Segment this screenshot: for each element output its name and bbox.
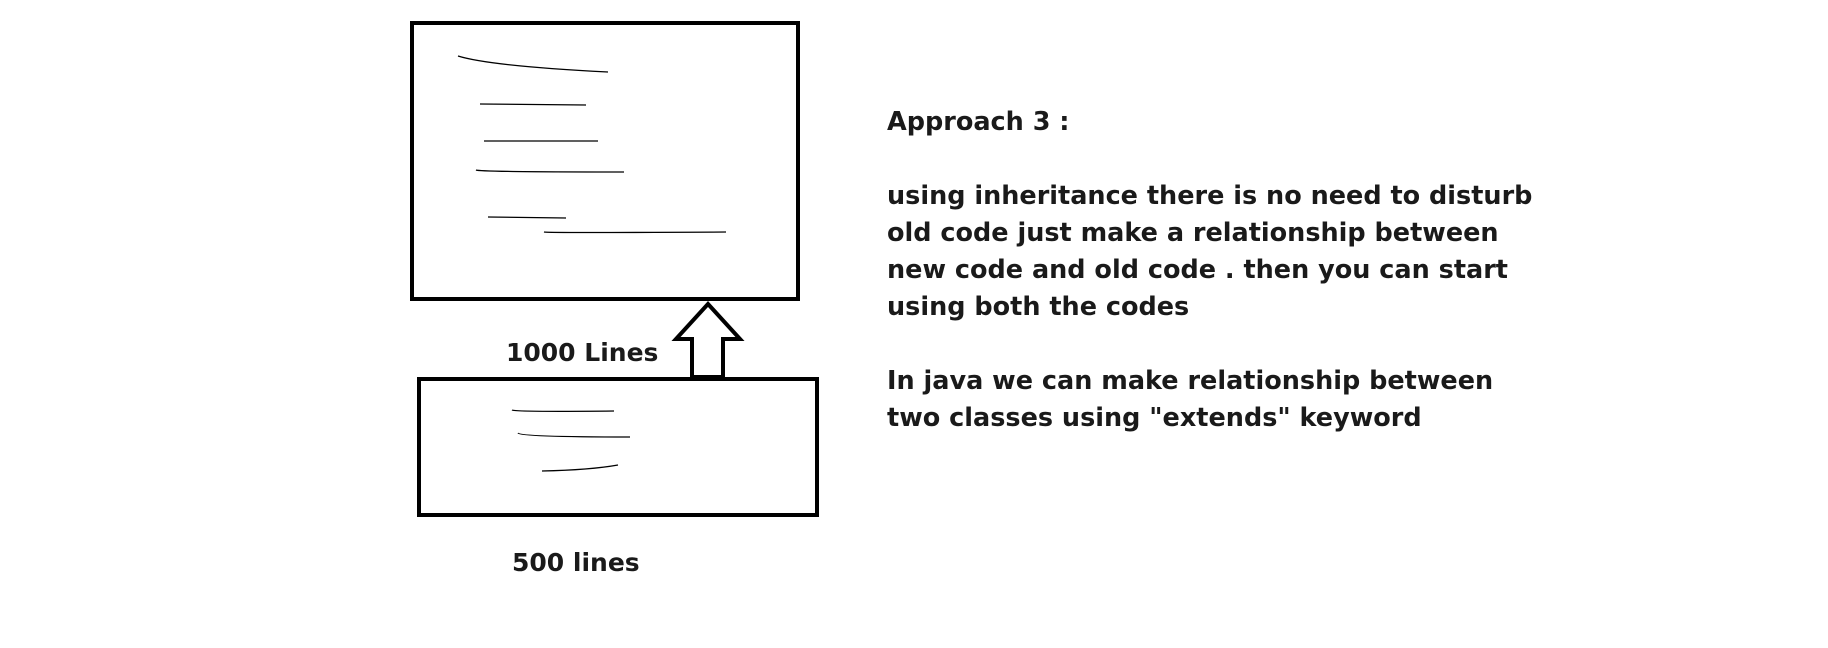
paragraph-line: In java we can make relationship between bbox=[887, 366, 1494, 396]
old-code-box bbox=[410, 21, 800, 301]
paragraph-line: using both the codes bbox=[887, 292, 1190, 322]
notes-paragraph-2: In java we can make relationship between… bbox=[887, 363, 1493, 437]
code-scribble-line bbox=[479, 103, 587, 106]
paragraph-line: new code and old code . then you can sta… bbox=[887, 255, 1508, 285]
paragraph-line: old code just make a relationship betwee… bbox=[887, 218, 1499, 248]
code-scribble-line bbox=[457, 55, 609, 73]
up-arrow-icon bbox=[671, 301, 745, 379]
new-code-box bbox=[417, 377, 819, 517]
code-scribble-line bbox=[511, 409, 615, 412]
code-scribble-line bbox=[475, 169, 625, 173]
code-scribble-line bbox=[487, 216, 567, 219]
top-box-caption: 1000 Lines bbox=[506, 338, 659, 367]
heading-text: Approach 3 : bbox=[887, 107, 1070, 137]
code-scribble-line bbox=[541, 464, 619, 472]
bottom-box-caption: 500 lines bbox=[512, 548, 640, 577]
notes-paragraph-1: using inheritance there is no need to di… bbox=[887, 178, 1532, 326]
code-scribble-line bbox=[517, 432, 631, 438]
paragraph-line: using inheritance there is no need to di… bbox=[887, 181, 1533, 211]
code-scribble-line bbox=[543, 231, 727, 234]
notes-heading: Approach 3 : bbox=[887, 104, 1070, 141]
paragraph-line: two classes using "extends" keyword bbox=[887, 403, 1422, 433]
